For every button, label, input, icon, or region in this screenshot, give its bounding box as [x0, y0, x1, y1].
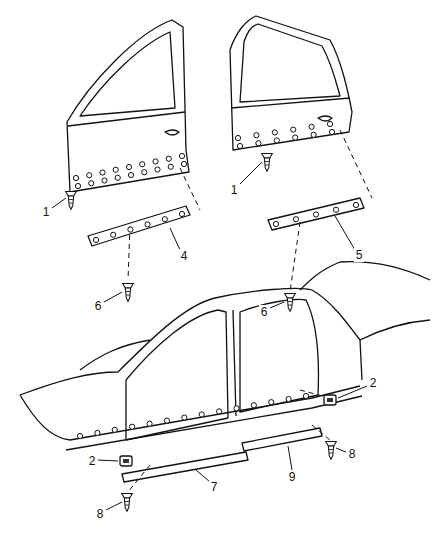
mounting-hole	[128, 227, 133, 232]
mounting-hole	[293, 217, 298, 222]
clip-1	[66, 192, 77, 210]
mounting-hole	[333, 207, 338, 212]
rear-door	[230, 16, 352, 150]
mounting-hole	[73, 175, 78, 180]
clip-2	[120, 456, 132, 466]
mounting-hole	[147, 421, 152, 426]
body-side	[20, 262, 430, 450]
mounting-hole	[153, 159, 158, 164]
mounting-hole	[272, 130, 277, 135]
mounting-hole	[142, 170, 147, 175]
body-molding-front	[122, 452, 248, 482]
mounting-hole	[112, 427, 117, 432]
mounting-hole	[329, 129, 334, 134]
mounting-hole	[126, 164, 131, 169]
mounting-hole	[145, 222, 150, 227]
rear-molding	[268, 198, 364, 230]
mounting-hole	[166, 156, 171, 161]
mounting-hole	[75, 183, 80, 188]
mounting-hole	[179, 153, 184, 158]
mounting-hole	[286, 396, 291, 401]
mounting-hole	[77, 433, 82, 438]
clip-2	[324, 395, 336, 405]
clip-6	[285, 294, 296, 312]
mounting-hole	[274, 138, 279, 143]
mounting-hole	[115, 175, 120, 180]
mounting-hole	[303, 393, 308, 398]
mounting-hole	[256, 141, 261, 146]
mounting-hole	[269, 400, 274, 405]
mounting-hole	[89, 181, 94, 186]
callout-number: 6	[259, 305, 270, 319]
mounting-hole	[95, 430, 100, 435]
body-molding-rear	[242, 428, 322, 451]
mounting-hole	[168, 164, 173, 169]
mounting-hole	[199, 412, 204, 417]
callout-number: 8	[95, 507, 106, 521]
mounting-hole	[313, 212, 318, 217]
callout-number: 2	[87, 454, 98, 468]
callout-number: 4	[179, 249, 190, 263]
mounting-hole	[113, 167, 118, 172]
clip-8	[326, 442, 337, 460]
mounting-hole	[291, 127, 296, 132]
mounting-hole	[353, 202, 358, 207]
mounting-hole	[237, 143, 242, 148]
callout-number: 6	[93, 299, 104, 313]
clip-1	[262, 154, 273, 172]
mounting-hole	[309, 124, 314, 129]
callout-number: 5	[354, 248, 365, 262]
mounting-hole	[140, 162, 145, 167]
mounting-hole	[216, 409, 221, 414]
mounting-hole	[235, 135, 240, 140]
mounting-hole	[327, 121, 332, 126]
mounting-hole	[293, 135, 298, 140]
mounting-hole	[162, 217, 167, 222]
mounting-hole	[179, 211, 184, 216]
callout-number: 1	[41, 205, 52, 219]
callout-number: 1	[229, 183, 240, 197]
callout-number: 7	[209, 480, 220, 494]
callout-number: 8	[347, 447, 358, 461]
mounting-hole	[254, 133, 259, 138]
mounting-hole	[234, 406, 239, 411]
mounting-hole	[181, 161, 186, 166]
mounting-hole	[128, 172, 133, 177]
clip-8	[122, 494, 133, 512]
mounting-hole	[273, 221, 278, 226]
mounting-hole	[87, 173, 92, 178]
callout-number: 9	[287, 470, 298, 484]
mounting-hole	[102, 178, 107, 183]
mounting-hole	[164, 418, 169, 423]
front-door	[67, 20, 189, 192]
mounting-hole	[182, 415, 187, 420]
mounting-hole	[155, 167, 160, 172]
mounting-hole	[130, 424, 135, 429]
mounting-hole	[311, 132, 316, 137]
clip-6	[123, 284, 134, 302]
callout-number: 2	[368, 376, 379, 390]
mounting-hole	[93, 237, 98, 242]
mounting-hole	[251, 403, 256, 408]
mounting-hole	[100, 170, 105, 175]
mounting-hole	[111, 232, 116, 237]
front-molding	[88, 206, 190, 246]
